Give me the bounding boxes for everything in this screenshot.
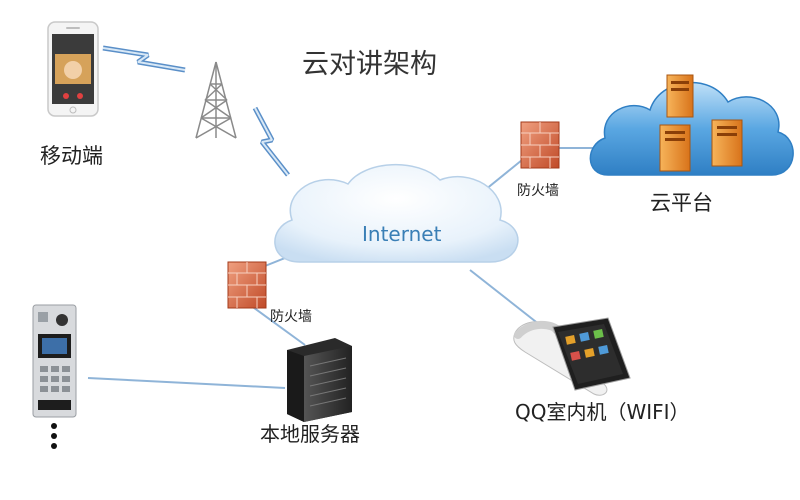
page-title: 云对讲架构 <box>302 49 437 80</box>
server-tower-icon <box>711 119 743 167</box>
server-tower-icon <box>666 74 694 118</box>
indoor-unit-phone-icon <box>513 317 631 396</box>
server-tower-icon <box>659 124 691 172</box>
connector-doorstation-server <box>87 377 286 389</box>
cloud-platform-label: 云平台 <box>650 191 713 215</box>
door-station-icon <box>32 304 77 418</box>
indoor-unit-label: QQ室内机（WIFI） <box>515 400 690 424</box>
wireless-bolt-icon <box>102 45 186 73</box>
local-server-icon <box>287 338 352 422</box>
local-server-label: 本地服务器 <box>260 422 360 446</box>
internet-cloud-icon <box>274 163 519 263</box>
cloud-platform-icon <box>589 74 794 176</box>
mobile-phone-icon <box>47 21 99 117</box>
more-dots-icon <box>51 423 57 449</box>
firewall-top-label: 防火墙 <box>517 183 559 199</box>
internet-label: Internet <box>362 222 442 246</box>
firewall-icon <box>520 121 560 169</box>
firewall-icon <box>227 261 267 309</box>
connector-internet-firewall-top <box>484 159 523 191</box>
mobile-label: 移动端 <box>40 144 103 168</box>
connector-internet-indoor <box>469 269 541 326</box>
firewall-left-label: 防火墙 <box>270 309 312 325</box>
connector-firewall-server <box>249 304 306 346</box>
wireless-bolt-icon <box>252 106 290 177</box>
radio-tower-icon <box>195 61 237 139</box>
